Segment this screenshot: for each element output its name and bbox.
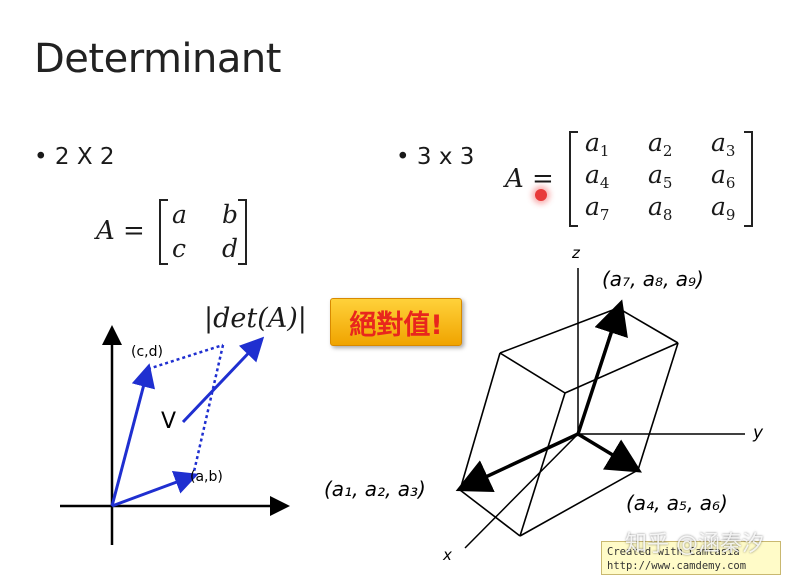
matrix-3x3-cell-sub: 9 [725,206,736,224]
label-a123: (a₁, a₂, a₃) [324,477,426,501]
matrix-3x3-cell: a4 [585,160,609,192]
matrix-3x3-cell-var: a [711,160,726,189]
label-ab: (a,b) [190,469,223,485]
axis-y-label: y [752,423,764,443]
matrix-3x3-cell: a8 [648,192,672,224]
camtasia-line-2: http://www.camdemy.com [607,560,747,572]
vector-a456-arrow [577,432,642,473]
bullet-2x2-label: 2 X 2 [54,144,115,170]
matrix-3x3-cell-var: a [648,192,663,221]
camtasia-line-1: Created with Camtasia [607,546,740,558]
axis-z-label: z [571,244,581,262]
matrix-3x3-cell: a3 [711,128,735,160]
matrix-3x3-cell-var: a [585,160,600,189]
matrix-3x3-cell-sub: 1 [599,142,610,160]
matrix-3x3-cell-var: a [711,192,726,221]
matrix-3x3-lhs: A = [505,164,554,194]
pointer-dot [535,189,547,201]
vector-a123-arrow [455,432,579,493]
dotted-side-right [191,344,225,477]
matrix-3x3-cell-sub: 5 [662,174,673,192]
matrix-3x3-brackets [569,131,753,227]
label-cd: (c,d) [131,344,163,360]
vector-a789-arrow [576,299,628,435]
dotted-side-top [147,343,224,371]
matrix-2x2-brackets [159,199,247,265]
matrix-3x3-cell: a9 [711,192,735,224]
matrix-3x3-cell: a7 [585,192,609,224]
matrix-3x3-cell-sub: 7 [599,206,610,224]
matrix-3x3-cell: a6 [711,160,735,192]
vector-cd-arrow [110,363,156,507]
slide-title: Determinant [34,36,281,82]
axis-x-label: x [442,546,452,564]
matrix-2x2-cell: d [222,234,239,263]
vector-ab-arrow [111,470,199,508]
label-a456: (a₄, a₅, a₆) [626,491,728,515]
matrix-2x2: A = a b c d [96,196,266,268]
label-a789: (a₇, a₈, a₉) [602,267,704,291]
matrix-3x3-cell-var: a [648,160,663,189]
zhihu-watermark: 知乎 @涵秦汐 [625,532,764,557]
matrix-3x3-cell-var: a [648,128,663,157]
matrix-2x2-cell: c [172,234,187,263]
matrix-3x3-cell-sub: 3 [725,142,736,160]
matrix-3x3-cell-sub: 2 [662,142,673,160]
matrix-2x2-cell: a [172,200,187,229]
volume-pointer-arrow [181,336,265,424]
matrix-3x3-cell-sub: 6 [725,174,736,192]
camtasia-watermark: Created with Camtasia http://www.camdemy… [601,541,781,575]
matrix-3x3-cell: a5 [648,160,672,192]
matrix-3x3-cell: a1 [585,128,609,160]
x-axis [464,433,579,549]
absolute-value-badge: 絕對值! [330,298,462,346]
bullet-2x2: • 2 X 2 [34,144,115,170]
matrix-3x3-cell-sub: 4 [599,174,610,192]
plot-2d: (c,d) (a,b) V [60,325,290,545]
matrix-3x3-cell: a2 [648,128,672,160]
label-v: V [161,409,176,434]
bullet-3x3-label: 3 x 3 [416,144,475,170]
bullet-3x3: • 3 x 3 [396,144,474,170]
matrix-3x3-cell-sub: 8 [662,206,673,224]
bullet-dot-icon: • [396,144,410,170]
bullet-dot-icon: • [34,144,48,170]
det-expression: |det(A)| [204,303,307,334]
matrix-3x3-cell-var: a [711,128,726,157]
matrix-3x3-cell-var: a [585,128,600,157]
matrix-2x2-cell: b [222,200,239,229]
matrix-3x3-cell-var: a [585,192,600,221]
plot-3d: z y x (a₇, a₈, a₉) (a₁, a₂, a₃) (a₄, a₅,… [324,244,764,564]
matrix-2x2-lhs: A = [96,216,145,246]
